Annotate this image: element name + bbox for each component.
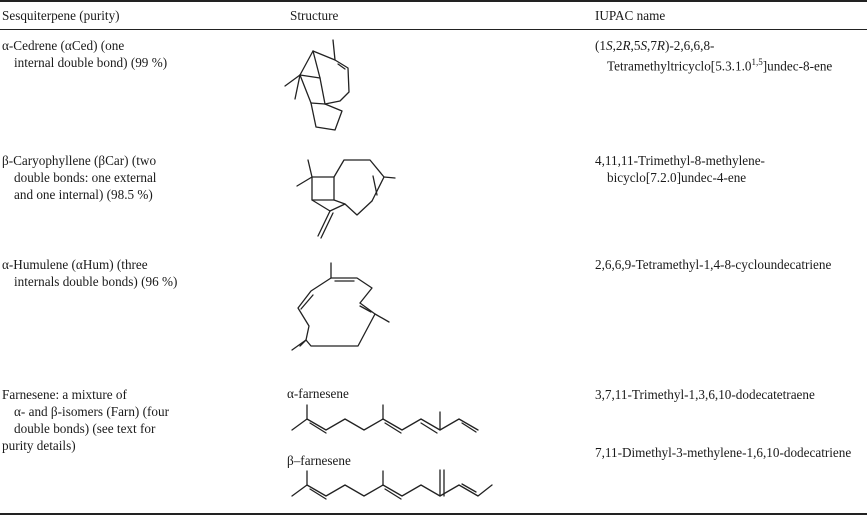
name-line: double bonds) (see text for xyxy=(14,421,156,436)
alpha-farnesene-iupac: 3,7,11-Trimethyl-1,3,6,10-dodecatetraene xyxy=(595,387,815,402)
row-caryophyllene-name: β-Caryophyllene (βCar) (two double bonds… xyxy=(2,152,156,203)
header-sesquiterpene: Sesquiterpene (purity) xyxy=(2,8,120,23)
alpha-farnesene-label: α-farnesene xyxy=(287,386,349,401)
row-caryophyllene-iupac: 4,11,11-Trimethyl-8-methylene- bicyclo[7… xyxy=(595,152,765,186)
header-iupac-name: IUPAC name xyxy=(595,8,666,23)
name-line: α-Cedrene (αCed) (one xyxy=(2,38,125,53)
row-cedrene-name: α-Cedrene (αCed) (one internal double bo… xyxy=(2,37,167,71)
name-line: β-Caryophyllene (βCar) (two xyxy=(2,153,157,168)
table-header-rule xyxy=(0,29,867,30)
row-cedrene-iupac: (1S,2R,5S,7R)-2,6,6,8-Tetramethyltricycl… xyxy=(595,38,833,74)
name-line: internals double bonds) (96 %) xyxy=(14,274,178,289)
name-line: Farnesene: a mixture of xyxy=(2,387,127,402)
name-line: α-Humulene (αHum) (three xyxy=(2,257,148,272)
header-structure: Structure xyxy=(290,8,339,23)
row-farnesene-name: Farnesene: a mixture of α- and β-isomers… xyxy=(2,386,169,454)
table-bottom-rule xyxy=(0,513,867,515)
row-humulene-name: α-Humulene (αHum) (three internals doubl… xyxy=(2,256,177,290)
table-top-rule xyxy=(0,0,867,2)
name-line: α- and β-isomers (Farn) (four xyxy=(14,404,169,419)
name-line: and one internal) (98.5 %) xyxy=(14,187,153,202)
beta-farnesene-iupac: 7,11-Dimethyl-3-methylene-1,6,10-dodecat… xyxy=(595,445,852,460)
name-line: purity details) xyxy=(2,438,76,453)
iupac-line: 4,11,11-Trimethyl-8-methylene- xyxy=(595,153,765,168)
iupac-line: bicyclo[7.2.0]undec-4-ene xyxy=(607,170,747,185)
row-humulene-iupac: 2,6,6,9-Tetramethyl-1,4-8-cycloundecatri… xyxy=(595,256,831,273)
name-line: double bonds: one external xyxy=(14,170,157,185)
name-line: internal double bond) (99 %) xyxy=(14,55,168,70)
beta-farnesene-label: β–farnesene xyxy=(287,453,351,468)
iupac-line: 2,6,6,9-Tetramethyl-1,4-8-cycloundecatri… xyxy=(595,257,832,272)
